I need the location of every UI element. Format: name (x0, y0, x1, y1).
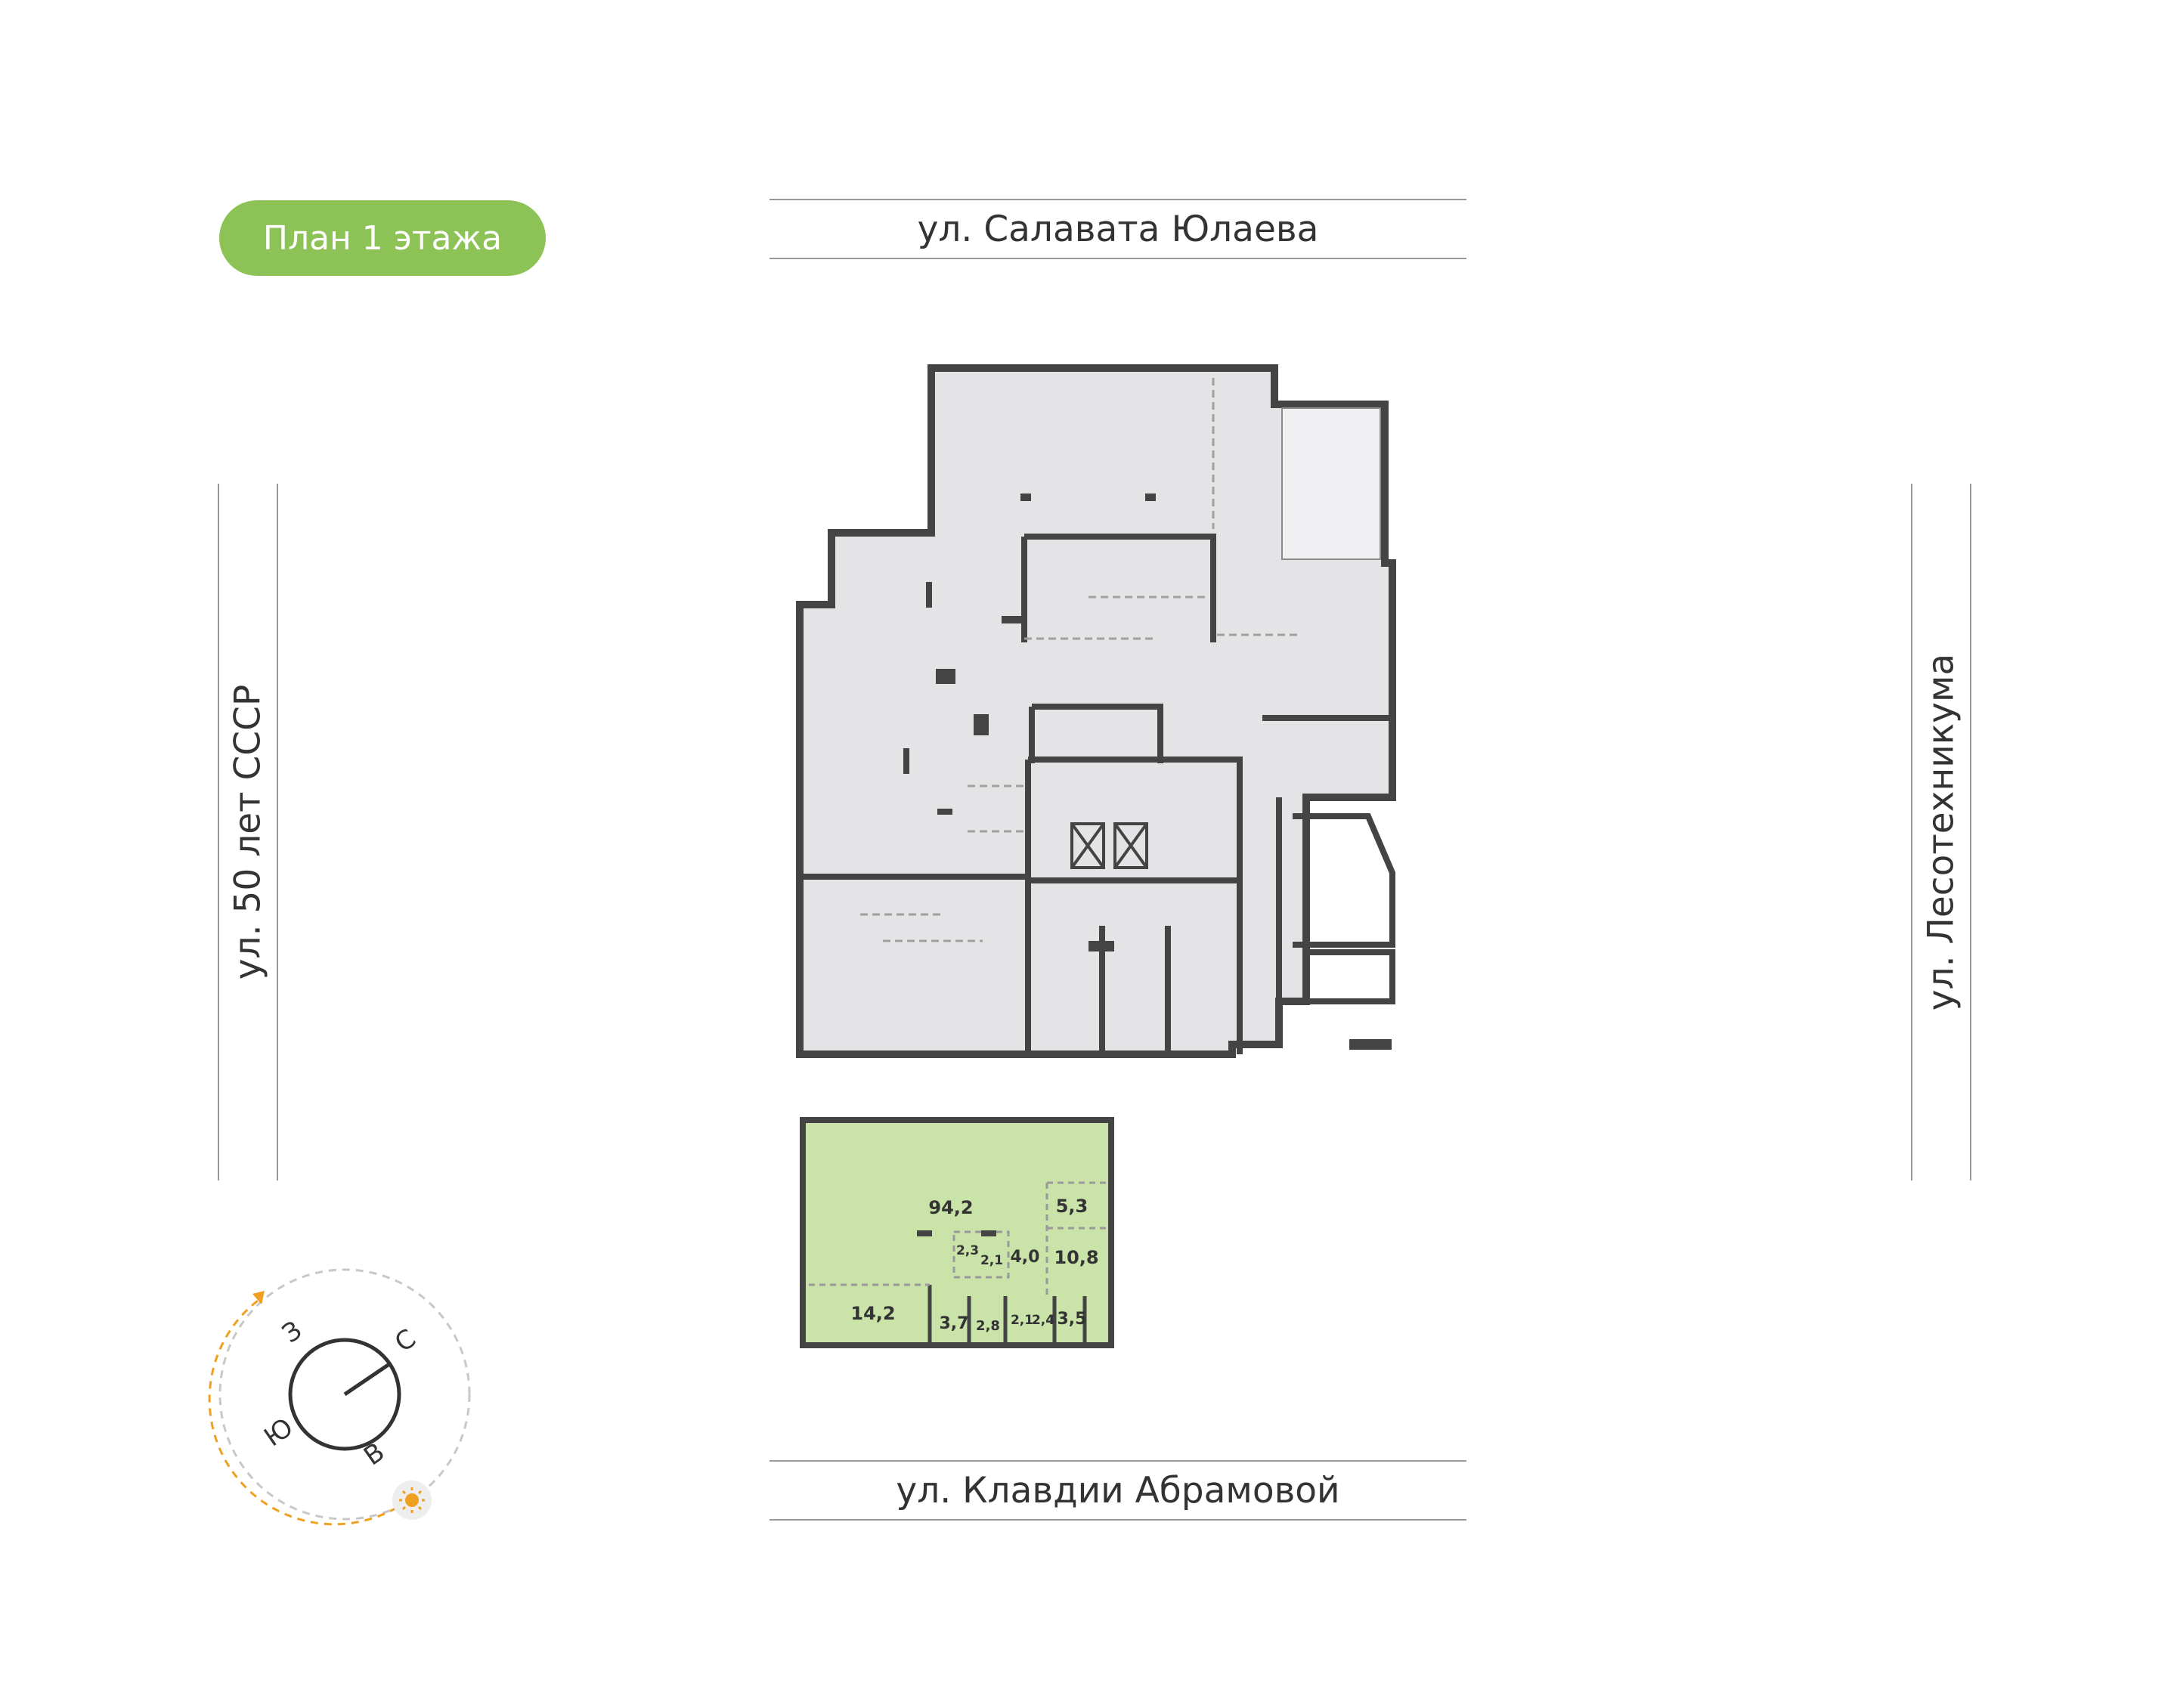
main-building (796, 364, 1396, 1058)
room-area-main-hall: 94,2 (928, 1197, 973, 1218)
room-area-2-8: 2,8 (976, 1318, 1000, 1334)
dashed-partitions (860, 378, 1300, 942)
room-area-2-4: 2,4 (1032, 1313, 1054, 1328)
compass-south: Ю (259, 1413, 299, 1453)
room-area-5-3: 5,3 (1056, 1196, 1088, 1217)
sun-path-arrow (252, 1291, 265, 1304)
street-bottom: ул. Клавдии Абрамовой (770, 1460, 1466, 1521)
room-area-10-8: 10,8 (1054, 1247, 1098, 1268)
room-area-labels: 94,2 5,3 2,3 2,1 4,0 10,8 14,2 3,7 2,8 2… (850, 1196, 1098, 1334)
compass-north: С (389, 1323, 421, 1358)
floor-plan-badge: План 1 этажа (219, 200, 546, 276)
street-right: ул. Лесотехникума (1911, 484, 1971, 1180)
street-top: ул. Салавата Юлаева (770, 199, 1466, 259)
compass-needle (343, 1362, 391, 1397)
unit-columns (917, 1230, 996, 1236)
room-area-2-1-a: 2,1 (980, 1253, 1003, 1268)
elevators (1070, 822, 1148, 869)
compass: С В Ю З (208, 1268, 471, 1526)
room-area-3-7: 3,7 (940, 1314, 969, 1333)
sun-icon (392, 1481, 432, 1520)
compass-west: З (277, 1315, 308, 1349)
street-left: ул. 50 лет СССР (218, 484, 278, 1180)
sun-path-arc (208, 1297, 409, 1526)
building-core (797, 534, 1395, 1054)
unit-frame (800, 1117, 1114, 1348)
room-area-4-0: 4,0 (1011, 1248, 1040, 1267)
room-area-2-3: 2,3 (956, 1243, 979, 1258)
unit-block: 94,2 5,3 2,3 2,1 4,0 10,8 14,2 3,7 2,8 2… (800, 1117, 1114, 1348)
room-area-2-1-b: 2,1 (1011, 1313, 1033, 1328)
unit-partitions (927, 1285, 1087, 1345)
room-area-3-5: 3,5 (1058, 1310, 1087, 1329)
compass-orbit (218, 1268, 471, 1521)
columns (903, 494, 1392, 1050)
room-area-14-2: 14,2 (850, 1303, 895, 1324)
north-east-room (1281, 407, 1381, 560)
